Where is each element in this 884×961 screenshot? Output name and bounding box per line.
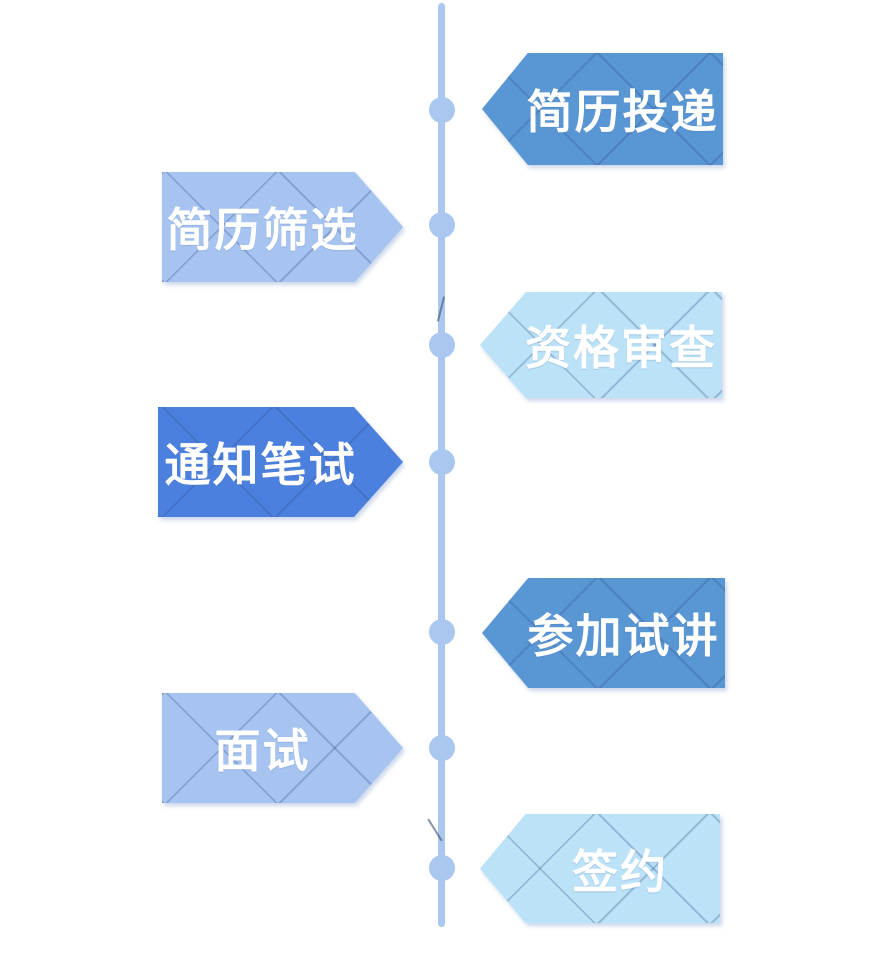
step-label: 通知笔试 (164, 439, 357, 491)
step-label: 签约 (572, 845, 668, 898)
arrow-banner-shape: 简历筛选 (162, 172, 403, 282)
arrow-banner-shape: 参加试讲 (482, 578, 725, 688)
timeline-dot (429, 449, 455, 475)
step-label: 资格审查 (525, 322, 717, 374)
step-resume-submission: 简历投递 (482, 53, 723, 165)
arrow-banner-shape: 简历投递 (482, 53, 723, 165)
arrow-banner-shape: 资格审查 (480, 292, 722, 398)
step-label: 简历投递 (526, 86, 719, 138)
step-label: 面试 (214, 725, 311, 777)
step-label: 参加试讲 (527, 610, 720, 662)
timeline-dot (429, 212, 455, 238)
arrow-banner-shape: 面试 (162, 693, 403, 803)
timeline-dot (429, 97, 455, 123)
timeline-dot (429, 332, 455, 358)
arrow-banner-shape: 通知笔试 (158, 407, 403, 517)
step-trial-lecture: 参加试讲 (482, 578, 725, 688)
timeline-dot (429, 735, 455, 761)
step-signing: 签约 (480, 814, 720, 923)
step-label: 简历筛选 (166, 204, 359, 256)
timeline-dot (429, 855, 455, 881)
step-qualification-review: 资格审查 (480, 292, 722, 398)
timeline-dot (429, 619, 455, 645)
step-written-test-notice: 通知笔试 (158, 407, 403, 517)
step-resume-screening: 简历筛选 (162, 172, 403, 282)
arrow-banner-shape: 签约 (480, 814, 720, 923)
step-interview: 面试 (162, 693, 403, 803)
